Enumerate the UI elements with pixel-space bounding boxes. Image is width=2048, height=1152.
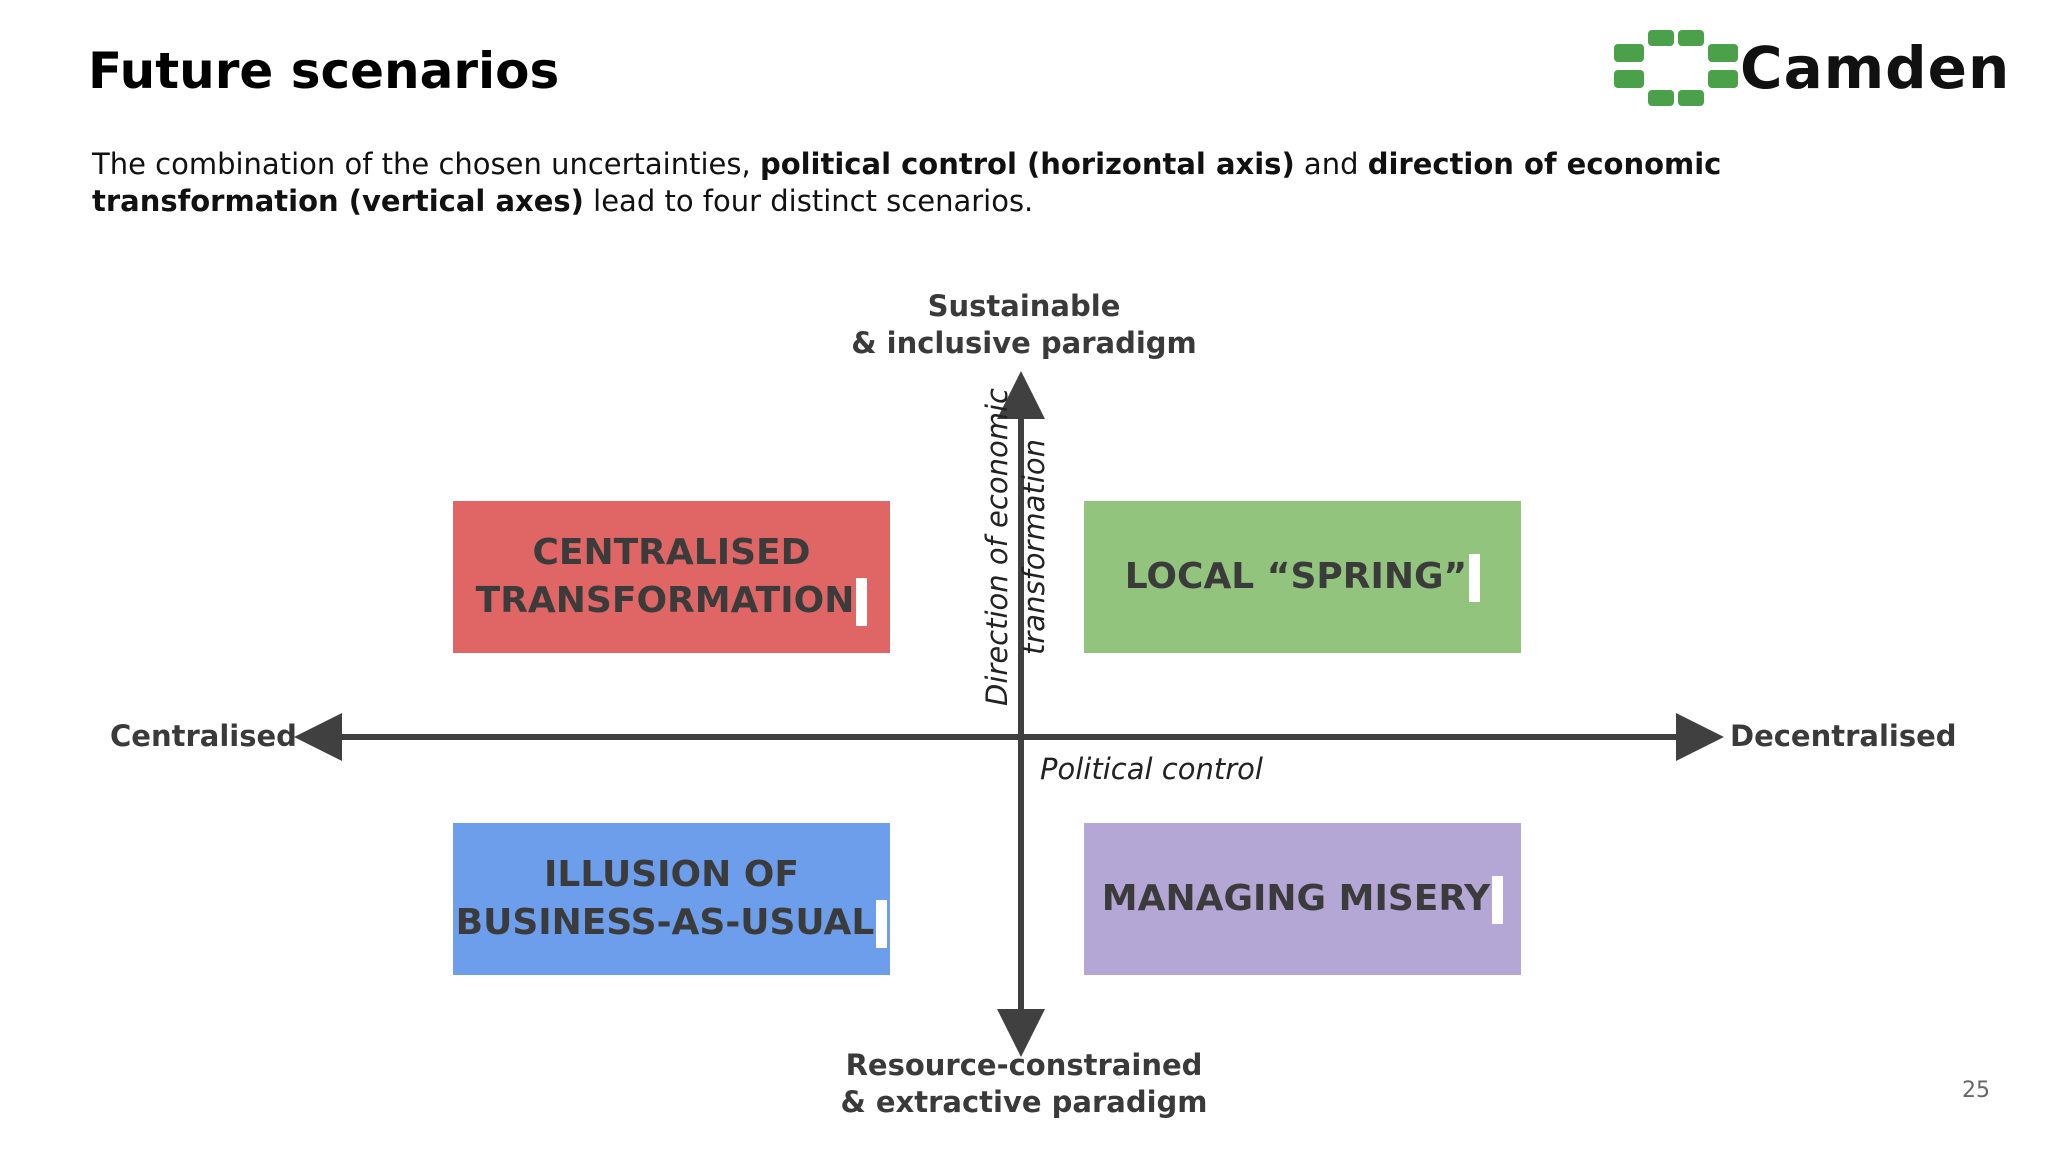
text-cursor: [876, 899, 888, 948]
vertical-axis-name-line-2: transformation: [1017, 439, 1051, 655]
axis-top-line-2: & inclusive paradigm: [851, 326, 1197, 360]
axis-left-label: Centralised: [110, 719, 297, 753]
slide-title: Future scenarios: [88, 42, 560, 100]
horizontal-axis-name: Political control: [1040, 752, 1263, 786]
intro-part-3: lead to four distinct scenarios.: [583, 184, 1034, 218]
scenario-illusion-business-as-usual: ILLUSION OF BUSINESS-AS-USUAL: [453, 823, 890, 975]
scenario-local-spring: LOCAL “SPRING”: [1084, 501, 1521, 653]
scenario-centralised-transformation: CENTRALISED TRANSFORMATION: [453, 501, 890, 653]
scenario-br-line-1: MANAGING MISERY: [1101, 877, 1491, 919]
page-number: 25: [1962, 1078, 1990, 1103]
scenario-tl-line-2: TRANSFORMATION: [475, 579, 855, 621]
intro-part-1: The combination of the chosen uncertaint…: [92, 147, 760, 181]
intro-text: The combination of the chosen uncertaint…: [92, 146, 1932, 220]
intro-part-2: and: [1294, 147, 1368, 181]
camden-logo-mark-icon: [1614, 30, 1738, 106]
text-cursor: [856, 577, 868, 626]
axis-right-label: Decentralised: [1730, 719, 1957, 753]
camden-logo-text: Camden: [1740, 34, 2011, 102]
text-cursor: [1492, 875, 1504, 924]
camden-logo: [1614, 30, 1738, 106]
vertical-axis-name: Direction of economic transformation: [979, 367, 1053, 727]
text-cursor: [1469, 553, 1481, 602]
axis-bottom-label: Resource-constrained & extractive paradi…: [824, 1047, 1224, 1121]
axis-bottom-line-1: Resource-constrained: [845, 1048, 1203, 1082]
axis-bottom-line-2: & extractive paradigm: [840, 1085, 1208, 1119]
scenario-managing-misery: MANAGING MISERY: [1084, 823, 1521, 975]
scenario-bl-line-2: BUSINESS-AS-USUAL: [455, 901, 875, 943]
scenario-bl-line-1: ILLUSION OF: [543, 853, 799, 895]
vertical-axis-name-line-1: Direction of economic: [980, 388, 1014, 706]
intro-bold-economic-transformation: direction of economic transformation (ve…: [92, 147, 1722, 218]
scenario-tl-line-1: CENTRALISED: [532, 531, 811, 573]
axis-top-line-1: Sustainable: [927, 289, 1121, 323]
intro-bold-political-control: political control (horizontal axis): [759, 147, 1295, 181]
scenario-tr-line-1: LOCAL “SPRING”: [1124, 555, 1468, 597]
axis-top-label: Sustainable & inclusive paradigm: [824, 288, 1224, 362]
